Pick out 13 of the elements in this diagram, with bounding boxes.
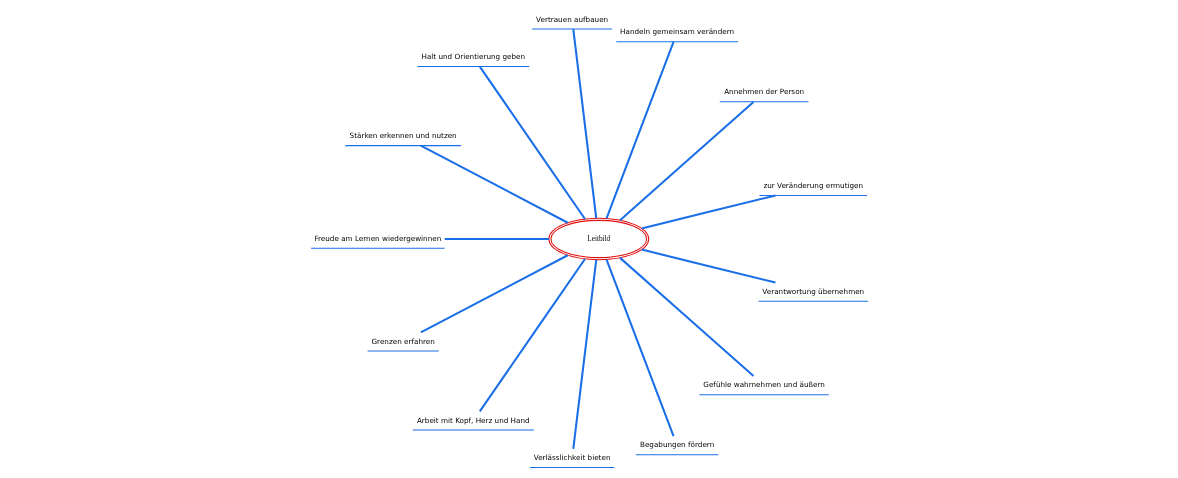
connector <box>605 259 674 437</box>
connector <box>618 101 754 221</box>
connector <box>640 194 776 230</box>
connector <box>605 41 674 219</box>
connector <box>478 258 586 412</box>
connector <box>419 144 568 224</box>
connector <box>640 248 776 284</box>
connector <box>571 259 597 449</box>
connector <box>478 66 586 220</box>
connector <box>419 254 568 334</box>
connector <box>571 29 597 219</box>
connector <box>618 257 754 377</box>
connector <box>444 237 549 241</box>
